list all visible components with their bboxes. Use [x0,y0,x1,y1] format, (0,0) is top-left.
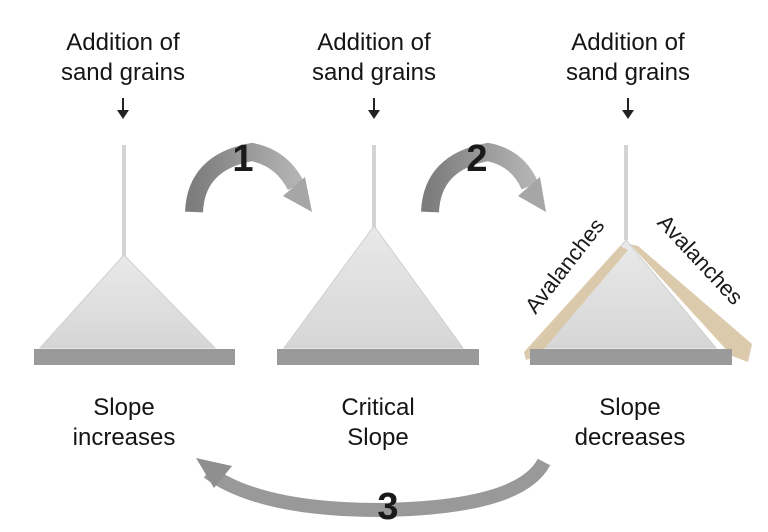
sand-pile-2 [283,225,464,349]
step-number-3: 3 [377,486,399,528]
stage-3-top-label: Addition of sand grains [565,29,691,86]
step-number-2: 2 [466,138,488,180]
curved-arrow-step-2 [421,142,546,213]
stage-1-top-label: Addition of sand grains [60,29,186,86]
sand-stream-3 [624,145,628,240]
down-arrow-icon-1 [117,98,129,119]
stage-2-top-label: Addition of sand grains [311,29,437,86]
avalanche-band-left [524,246,628,360]
stage-3-bottom-label: Slope decreases [574,394,686,451]
avalanche-band-right [630,244,752,362]
base-plate-1 [34,349,235,365]
down-arrow-icon-3 [622,98,634,119]
curved-arrow-step-3 [196,458,551,518]
stage-2-bottom-label: Critical Slope [341,394,415,451]
stage-1-bottom-label: Slope increases [72,394,176,451]
base-plate-3 [530,349,732,365]
sand-pile-1 [38,254,217,349]
sand-stream-2 [372,145,376,228]
sand-stream-1 [122,145,126,257]
down-arrow-icon-2 [368,98,380,119]
curved-arrow-step-1 [185,142,312,213]
step-number-1: 1 [232,138,254,180]
base-plate-2 [277,349,479,365]
